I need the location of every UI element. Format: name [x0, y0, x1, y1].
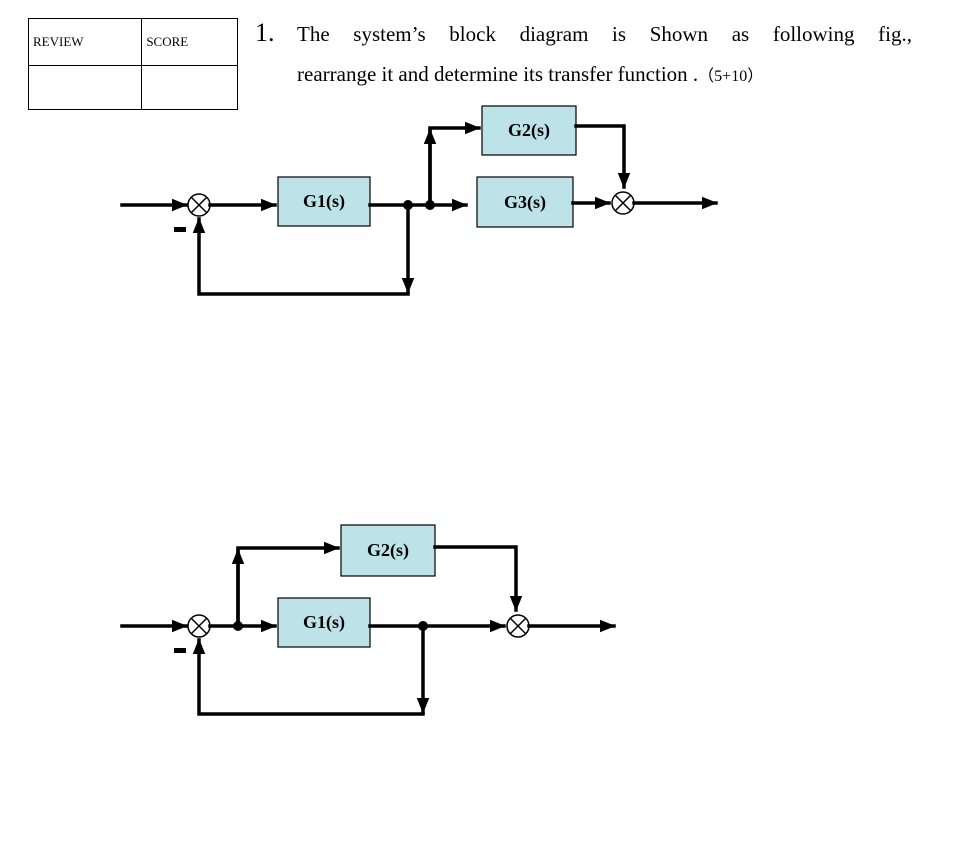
question-text: rearrange it and determine its transfer …	[297, 62, 699, 86]
block-g1-2	[277, 597, 371, 648]
block-g2	[481, 105, 577, 156]
original-diagram: G1(s) G2(s) G3(s)	[120, 105, 718, 296]
branch-to-g2	[428, 121, 481, 207]
minus-sign-1	[174, 227, 186, 232]
feedback-path-2	[192, 638, 425, 716]
block-g2-2	[340, 524, 436, 577]
review-header: REVIEW	[27, 18, 143, 66]
rearranged-diagram: G2(s) G1(s)	[120, 524, 616, 716]
summing-junction-2	[611, 191, 635, 215]
block-g1	[277, 176, 371, 227]
review-cell[interactable]	[27, 65, 143, 110]
wire-g2-to-sum	[574, 124, 631, 189]
wire-g2-to-sum-2	[433, 545, 523, 612]
block-g2-label: G2(s)	[508, 120, 550, 141]
feedback-path	[192, 217, 410, 296]
minus-sign-2	[174, 648, 186, 653]
summing-junction-1	[187, 193, 211, 217]
score-header: SCORE	[141, 18, 238, 66]
question-text-line1: The system’s block diagram is Shown as f…	[297, 22, 912, 46]
block-g3-label: G3(s)	[504, 192, 546, 213]
score-cell[interactable]	[141, 65, 238, 110]
summing-junction-4	[506, 614, 530, 638]
question-text-line2: rearrange it and determine its transfer …	[297, 60, 763, 91]
block-g1-label-2: G1(s)	[303, 612, 345, 633]
score-table: REVIEW SCORE	[27, 18, 238, 110]
question-points: （5+10）	[698, 68, 764, 85]
summing-junction-3	[187, 614, 211, 638]
block-g1-label: G1(s)	[303, 191, 345, 212]
block-g2-label-2: G2(s)	[367, 540, 409, 561]
block-g3	[476, 176, 574, 228]
question-number: 1.	[255, 18, 275, 47]
